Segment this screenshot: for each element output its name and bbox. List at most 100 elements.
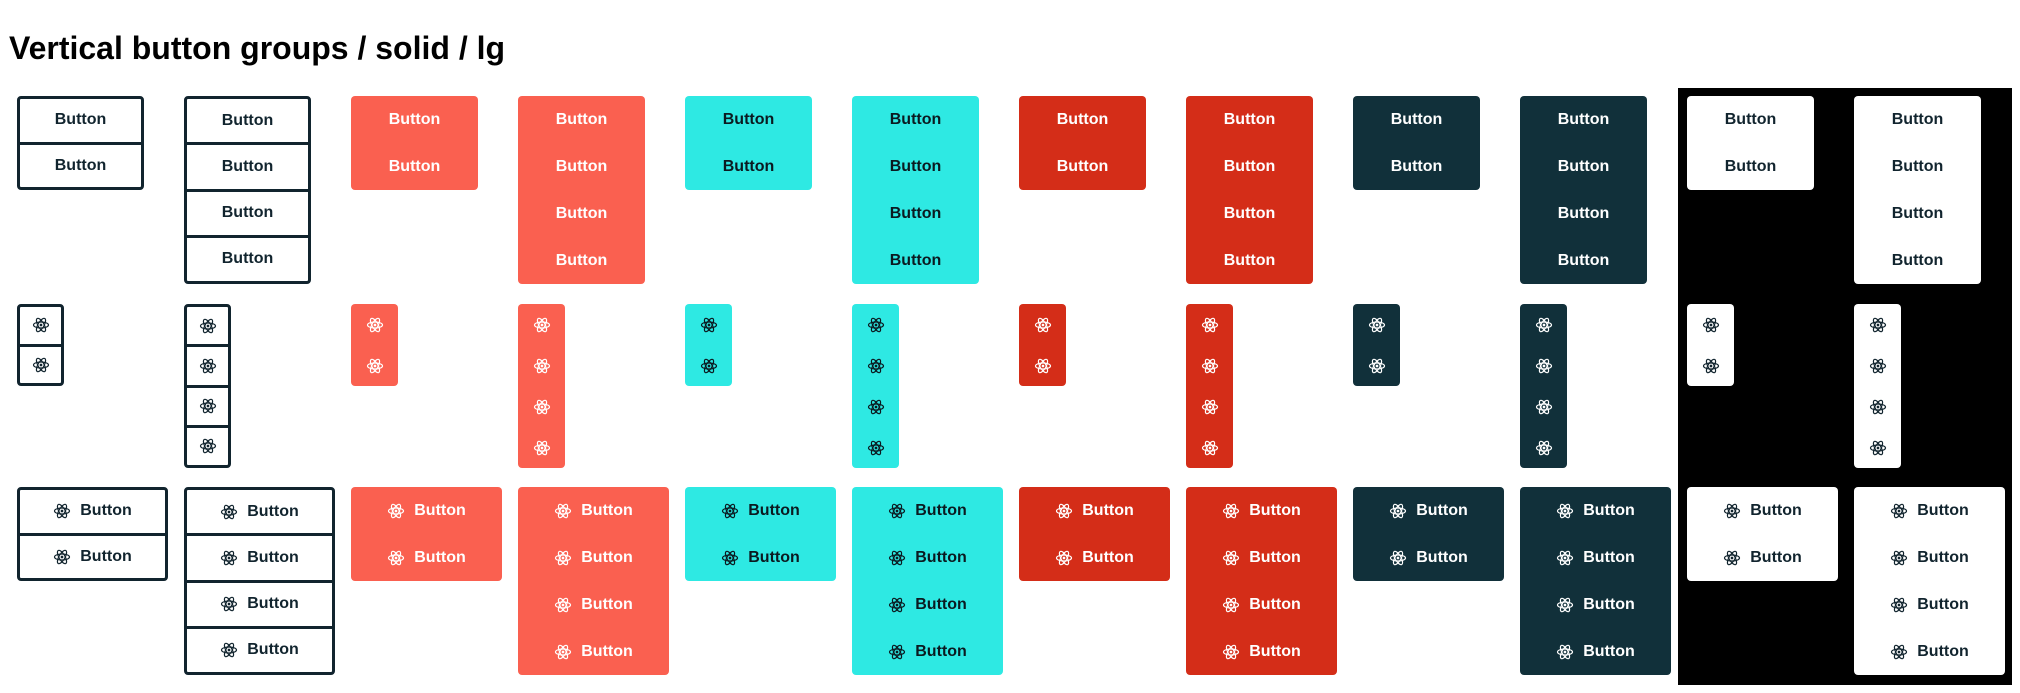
group-button[interactable]	[518, 345, 565, 386]
group-button[interactable]	[1019, 345, 1066, 386]
group-button[interactable]	[1186, 304, 1233, 345]
group-button[interactable]	[685, 304, 732, 345]
group-button[interactable]: Button	[187, 490, 332, 533]
group-button[interactable]: Button	[852, 581, 1003, 628]
group-button[interactable]	[852, 427, 899, 468]
group-button[interactable]: Button	[685, 487, 836, 534]
group-button[interactable]	[852, 304, 899, 345]
group-button[interactable]: Button	[1186, 96, 1313, 143]
group-button[interactable]: Button	[1186, 190, 1313, 237]
group-button[interactable]: Button	[351, 487, 502, 534]
group-button[interactable]: Button	[187, 579, 332, 626]
group-button[interactable]: Button	[351, 96, 478, 143]
group-button[interactable]	[187, 344, 228, 384]
group-button[interactable]: Button	[1687, 96, 1814, 143]
group-button[interactable]: Button	[1520, 534, 1671, 581]
group-button[interactable]	[20, 307, 61, 344]
group-button[interactable]: Button	[351, 534, 502, 581]
group-button[interactable]: Button	[1854, 534, 2005, 581]
group-button[interactable]: Button	[518, 534, 669, 581]
group-button[interactable]	[20, 343, 61, 384]
group-button[interactable]: Button	[1353, 96, 1480, 143]
group-button[interactable]: Button	[518, 143, 645, 190]
group-button[interactable]: Button	[1687, 534, 1838, 581]
group-button[interactable]: Button	[187, 188, 308, 235]
group-button[interactable]	[518, 386, 565, 427]
group-button[interactable]	[1687, 345, 1734, 386]
group-button[interactable]: Button	[518, 237, 645, 284]
group-button[interactable]: Button	[20, 141, 141, 188]
group-button[interactable]: Button	[1520, 237, 1647, 284]
group-button[interactable]	[685, 345, 732, 386]
group-button[interactable]: Button	[1019, 534, 1170, 581]
group-button[interactable]	[518, 427, 565, 468]
group-button[interactable]: Button	[1353, 534, 1504, 581]
group-button[interactable]: Button	[852, 628, 1003, 675]
group-button[interactable]	[1520, 304, 1567, 345]
group-button[interactable]: Button	[1687, 487, 1838, 534]
group-button[interactable]	[1520, 427, 1567, 468]
group-button[interactable]	[351, 345, 398, 386]
group-button[interactable]	[518, 304, 565, 345]
group-button[interactable]: Button	[852, 143, 979, 190]
group-button[interactable]: Button	[20, 490, 165, 533]
group-button[interactable]	[1854, 386, 1901, 427]
group-button[interactable]: Button	[685, 143, 812, 190]
group-button[interactable]	[1520, 386, 1567, 427]
group-button[interactable]: Button	[1520, 143, 1647, 190]
group-button[interactable]	[1353, 345, 1400, 386]
group-button[interactable]: Button	[852, 487, 1003, 534]
group-button[interactable]	[187, 307, 228, 344]
group-button[interactable]: Button	[20, 99, 141, 142]
group-button[interactable]: Button	[187, 99, 308, 142]
group-button[interactable]: Button	[518, 96, 645, 143]
group-button[interactable]	[187, 424, 228, 465]
group-button[interactable]: Button	[1186, 143, 1313, 190]
group-button[interactable]: Button	[1353, 487, 1504, 534]
group-button[interactable]: Button	[1854, 190, 1981, 237]
group-button[interactable]: Button	[685, 534, 836, 581]
group-button[interactable]: Button	[1353, 143, 1480, 190]
group-button[interactable]	[1186, 427, 1233, 468]
group-button[interactable]: Button	[1019, 143, 1146, 190]
group-button[interactable]	[187, 384, 228, 425]
group-button[interactable]	[1687, 304, 1734, 345]
group-button[interactable]: Button	[1186, 581, 1337, 628]
group-button[interactable]	[852, 345, 899, 386]
group-button[interactable]: Button	[20, 532, 165, 579]
group-button[interactable]	[1186, 386, 1233, 427]
group-button[interactable]: Button	[351, 143, 478, 190]
group-button[interactable]: Button	[1687, 143, 1814, 190]
group-button[interactable]	[1186, 345, 1233, 386]
group-button[interactable]: Button	[1186, 628, 1337, 675]
group-button[interactable]: Button	[518, 581, 669, 628]
group-button[interactable]	[1520, 345, 1567, 386]
group-button[interactable]: Button	[1186, 237, 1313, 284]
group-button[interactable]: Button	[1854, 237, 1981, 284]
group-button[interactable]: Button	[1186, 487, 1337, 534]
group-button[interactable]	[1019, 304, 1066, 345]
group-button[interactable]: Button	[852, 190, 979, 237]
group-button[interactable]: Button	[852, 237, 979, 284]
group-button[interactable]	[1854, 304, 1901, 345]
group-button[interactable]: Button	[1520, 96, 1647, 143]
group-button[interactable]: Button	[1520, 190, 1647, 237]
group-button[interactable]: Button	[518, 190, 645, 237]
group-button[interactable]: Button	[1854, 581, 2005, 628]
group-button[interactable]: Button	[1520, 581, 1671, 628]
group-button[interactable]: Button	[1186, 534, 1337, 581]
group-button[interactable]: Button	[852, 534, 1003, 581]
group-button[interactable]: Button	[1854, 96, 1981, 143]
group-button[interactable]: Button	[187, 142, 308, 188]
group-button[interactable]: Button	[1019, 487, 1170, 534]
group-button[interactable]: Button	[518, 487, 669, 534]
group-button[interactable]: Button	[518, 628, 669, 675]
group-button[interactable]: Button	[685, 96, 812, 143]
group-button[interactable]: Button	[187, 533, 332, 579]
group-button[interactable]: Button	[1019, 96, 1146, 143]
group-button[interactable]	[351, 304, 398, 345]
group-button[interactable]: Button	[1854, 487, 2005, 534]
group-button[interactable]: Button	[1854, 143, 1981, 190]
group-button[interactable]: Button	[1854, 628, 2005, 675]
group-button[interactable]: Button	[187, 625, 332, 672]
